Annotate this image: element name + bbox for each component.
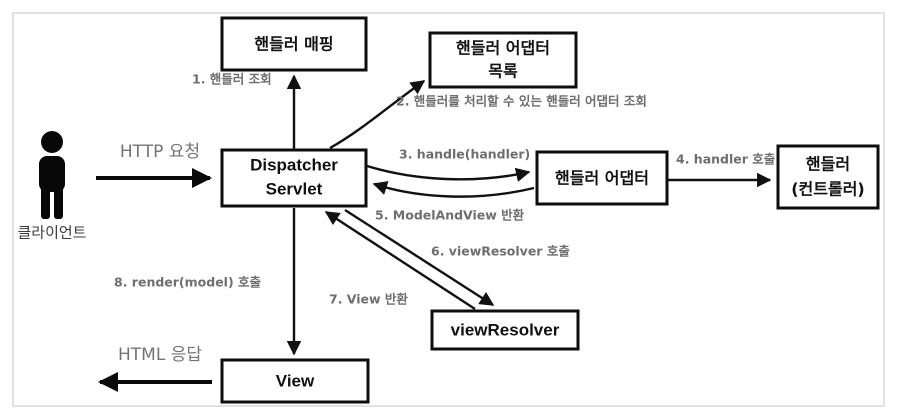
node-handler-adapter-list[interactable]: 핸들러 어댑터 목록: [428, 31, 578, 89]
handler-mapping-label: 핸들러 매핑: [254, 35, 333, 54]
edge-step-2: 2. 핸들러를 처리할 수 있는 핸들러 어댑터 조회: [329, 80, 647, 150]
step-1-label: 1. 핸들러 조회: [192, 72, 272, 87]
node-handler-controller[interactable]: 핸들러 (컨트롤러): [776, 144, 880, 210]
html-response-arrow: HTML 응답: [98, 345, 212, 392]
handler-mapping-box[interactable]: [220, 16, 368, 72]
client-actor: 클라이언트: [17, 131, 87, 242]
person-icon-leg-right: [54, 186, 63, 219]
edge-step-7: 7. View 반환: [324, 210, 476, 311]
handler-adapter-list-label-2: 목록: [488, 62, 518, 81]
node-dispatcher-servlet[interactable]: Dispatcher Servlet: [220, 148, 368, 208]
handler-controller-label-1: 핸들러: [806, 155, 850, 174]
step-2-label: 2. 핸들러를 처리할 수 있는 핸들러 어댑터 조회: [396, 94, 647, 109]
http-request-label: HTTP 요청: [120, 142, 200, 162]
handler-controller-box[interactable]: [776, 144, 880, 210]
dispatcher-servlet-label-2: Servlet: [266, 179, 323, 198]
handler-adapter-list-box[interactable]: [428, 31, 578, 89]
handler-adapter-box[interactable]: [535, 150, 669, 206]
step-7-label: 7. View 반환: [329, 292, 408, 307]
edge-step-4: 4. handler 호출: [668, 152, 776, 188]
edge-step-1: 1. 핸들러 조회: [192, 72, 302, 150]
http-request-arrow: HTTP 요청: [96, 142, 212, 188]
node-view-resolver[interactable]: viewResolver: [430, 309, 580, 351]
dispatcher-servlet-box[interactable]: [220, 148, 368, 208]
view-resolver-box[interactable]: [430, 309, 580, 351]
dispatcher-servlet-label-1: Dispatcher: [250, 155, 338, 174]
step-4-label: 4. handler 호출: [676, 152, 776, 167]
step-3-label: 3. handle(handler): [399, 147, 530, 162]
edge-step-5: 5. ModelAndView 반환: [372, 181, 535, 223]
handler-adapter-list-label-1: 핸들러 어댑터: [456, 39, 550, 58]
node-view[interactable]: View: [220, 358, 370, 404]
view-resolver-label: viewResolver: [451, 320, 560, 339]
node-handler-mapping[interactable]: 핸들러 매핑: [220, 16, 368, 72]
step-5-label: 5. ModelAndView 반환: [375, 208, 525, 223]
view-label: View: [276, 371, 315, 390]
edge-step-6: 6. viewResolver 호출: [344, 208, 570, 307]
node-handler-adapter[interactable]: 핸들러 어댑터: [535, 150, 669, 206]
person-icon-body: [39, 156, 65, 192]
html-response-label: HTML 응답: [118, 345, 202, 365]
edge-step-3: 3. handle(handler): [366, 147, 531, 182]
edge-step-8: 8. render(model) 호출: [114, 208, 302, 356]
view-box[interactable]: [220, 358, 370, 404]
handler-adapter-label: 핸들러 어댑터: [555, 169, 649, 188]
person-icon-leg-left: [41, 186, 50, 219]
person-icon-head: [41, 131, 63, 153]
step-6-label: 6. viewResolver 호출: [431, 244, 570, 259]
handler-controller-label-2: (컨트롤러): [791, 180, 865, 199]
step-8-label: 8. render(model) 호출: [114, 275, 262, 290]
client-label: 클라이언트: [17, 224, 86, 242]
